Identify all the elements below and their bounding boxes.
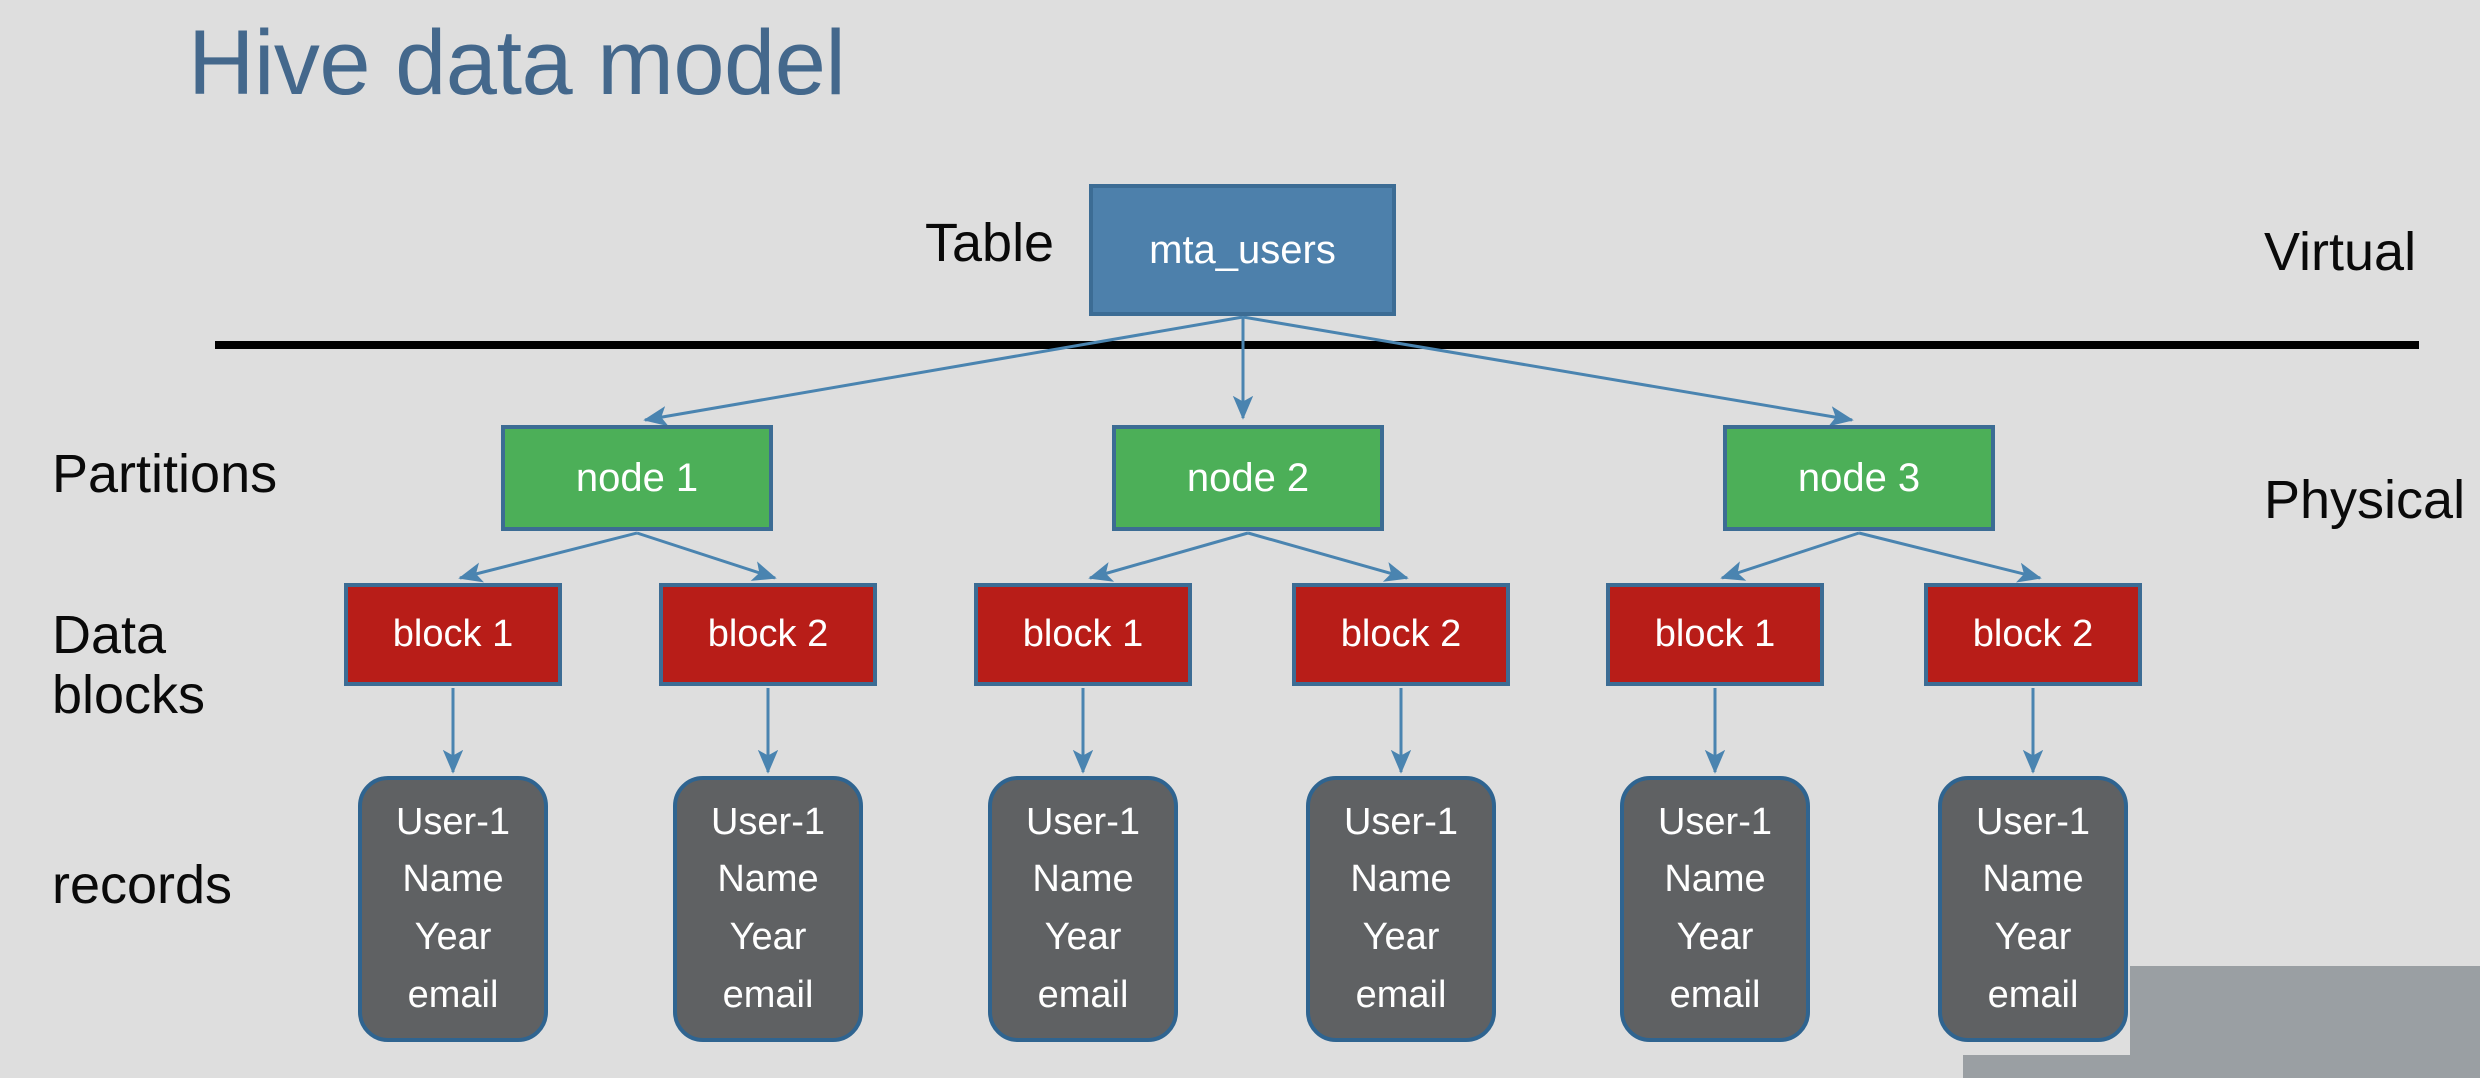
data-block-2-label: block 2 — [707, 613, 829, 655]
row-label-records: records — [52, 855, 233, 915]
data-block-1-label: block 1 — [392, 613, 514, 655]
record-card-2-line4: email — [722, 973, 814, 1016]
side-label-physical: Physical — [2264, 470, 2466, 530]
record-card-3-line3: Year — [1044, 916, 1122, 958]
row-label-table: Table — [925, 213, 1055, 273]
record-card-4-line2: Name — [1350, 858, 1452, 901]
record-card-2[interactable]: User-1 Name Year email — [673, 776, 863, 1042]
page-title: Hive data model — [188, 12, 846, 114]
data-block-5-label: block 1 — [1654, 613, 1776, 655]
record-card-4-line4: email — [1355, 973, 1447, 1016]
record-card-4[interactable]: User-1 Name Year email — [1306, 776, 1496, 1042]
record-card-6-line4: email — [1987, 973, 2079, 1016]
record-card-6-line3: Year — [1994, 916, 2072, 958]
partition-node-2[interactable]: node 2 — [1112, 425, 1384, 531]
partition-node-1-label: node 1 — [575, 455, 699, 500]
record-card-3-line1: User-1 — [1025, 800, 1141, 843]
partition-node-3[interactable]: node 3 — [1723, 425, 1995, 531]
row-label-data-blocks: Data blocks — [52, 605, 205, 726]
record-card-6-line1: User-1 — [1975, 800, 2091, 843]
record-card-5-line3: Year — [1676, 916, 1754, 958]
side-label-virtual: Virtual — [2264, 222, 2417, 282]
data-block-6[interactable]: block 2 — [1924, 583, 2142, 686]
data-block-3-label: block 1 — [1022, 613, 1144, 655]
record-card-3-line4: email — [1037, 973, 1129, 1016]
record-card-1[interactable]: User-1 Name Year email — [358, 776, 548, 1042]
record-card-3[interactable]: User-1 Name Year email — [988, 776, 1178, 1042]
record-card-1-line2: Name — [402, 858, 504, 901]
record-card-6[interactable]: User-1 Name Year email — [1938, 776, 2128, 1042]
data-block-2[interactable]: block 2 — [659, 583, 877, 686]
record-card-1-line1: User-1 — [395, 800, 511, 843]
bottom-edge-gray-panel — [1963, 1055, 2480, 1078]
data-block-1[interactable]: block 1 — [344, 583, 562, 686]
record-card-5[interactable]: User-1 Name Year email — [1620, 776, 1810, 1042]
record-card-5-line1: User-1 — [1657, 800, 1773, 843]
record-card-2-line1: User-1 — [710, 800, 826, 843]
record-card-6-line2: Name — [1982, 858, 2084, 901]
record-card-4-line3: Year — [1362, 916, 1440, 958]
record-card-1-line4: email — [407, 973, 499, 1016]
table-node-mta-users[interactable]: mta_users — [1089, 184, 1396, 316]
record-card-2-line3: Year — [729, 916, 807, 958]
row-label-data-blocks-line2: blocks — [52, 665, 206, 726]
data-block-4[interactable]: block 2 — [1292, 583, 1510, 686]
data-block-6-label: block 2 — [1972, 613, 2094, 655]
data-block-4-label: block 2 — [1340, 613, 1462, 655]
table-node-label: mta_users — [1149, 227, 1336, 272]
record-card-3-line2: Name — [1032, 858, 1134, 901]
record-card-5-line2: Name — [1664, 858, 1766, 901]
record-card-2-line2: Name — [717, 858, 819, 901]
row-label-partitions: Partitions — [52, 444, 278, 504]
record-card-5-line4: email — [1669, 973, 1761, 1016]
data-block-3[interactable]: block 1 — [974, 583, 1192, 686]
record-card-4-line1: User-1 — [1343, 800, 1459, 843]
partition-node-3-label: node 3 — [1797, 455, 1921, 500]
partition-node-2-label: node 2 — [1186, 455, 1310, 500]
partition-node-1[interactable]: node 1 — [501, 425, 773, 531]
virtual-physical-divider — [215, 341, 2419, 349]
row-label-data-blocks-line1: Data — [52, 605, 167, 665]
data-block-5[interactable]: block 1 — [1606, 583, 1824, 686]
record-card-1-line3: Year — [414, 916, 492, 958]
